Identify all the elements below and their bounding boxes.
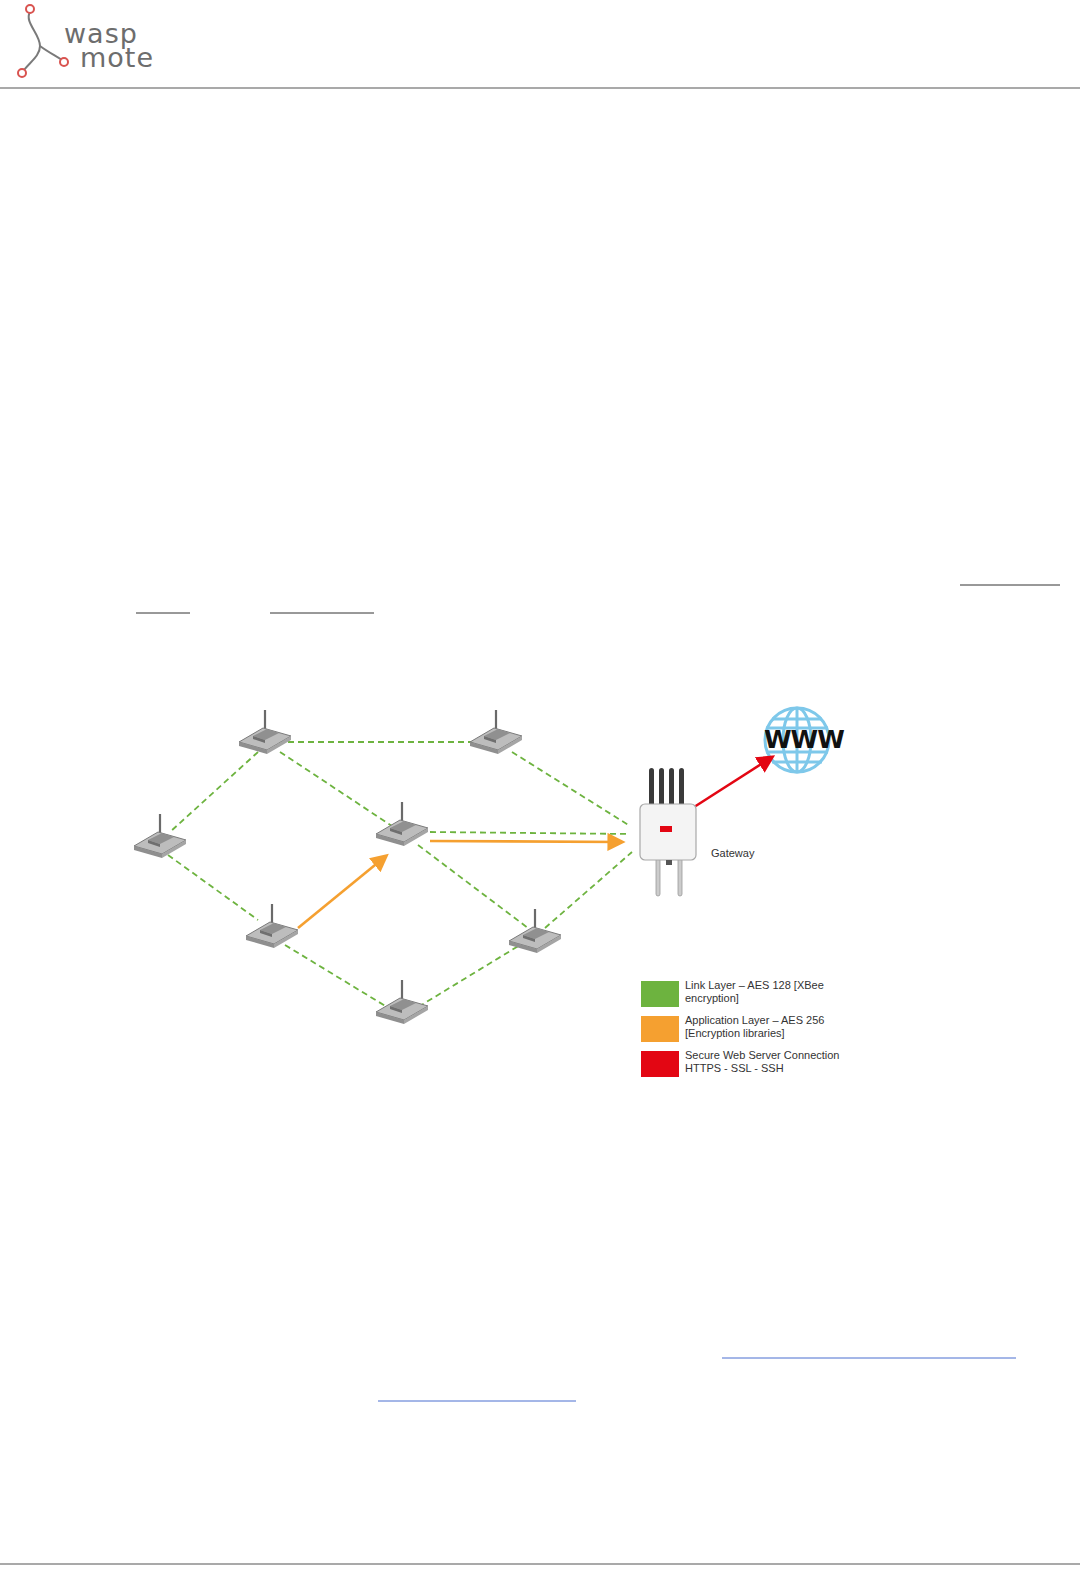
link-underlines [136, 585, 1060, 1401]
waspmote-nodes [134, 710, 561, 1024]
legend-row: Secure Web Server Connection HTTPS - SSL… [641, 1051, 875, 1077]
www-node: WWW [764, 707, 830, 773]
footer-rule [0, 1563, 1080, 1564]
device-label: Gateway [711, 847, 754, 860]
gateway-device [640, 768, 696, 896]
globe-label: WWW [764, 725, 830, 754]
gateway-node: Gateway [638, 766, 700, 866]
legend-text: Secure Web Server Connection HTTPS - SSL… [685, 1049, 875, 1075]
application-path [298, 841, 622, 928]
legend-row: Link Layer – AES 128 [XBee encryption] [641, 981, 875, 1007]
header-rule [0, 87, 1080, 88]
legend-row: Application Layer – AES 256 [Encryption … [641, 1016, 875, 1042]
secure-connection-arrow [696, 757, 772, 806]
logo-mark [18, 5, 68, 77]
www-globe [765, 708, 829, 772]
logo-word: mote [80, 44, 154, 71]
mesh-links [168, 742, 632, 1012]
legend-text: Link Layer – AES 128 [XBee encryption] [685, 979, 875, 1005]
logo-word: wasp [64, 20, 138, 47]
legend-text: Application Layer – AES 256 [Encryption … [685, 1014, 875, 1040]
legend-swatch [641, 1051, 679, 1077]
legend-swatch [641, 981, 679, 1007]
legend-swatch [641, 1016, 679, 1042]
